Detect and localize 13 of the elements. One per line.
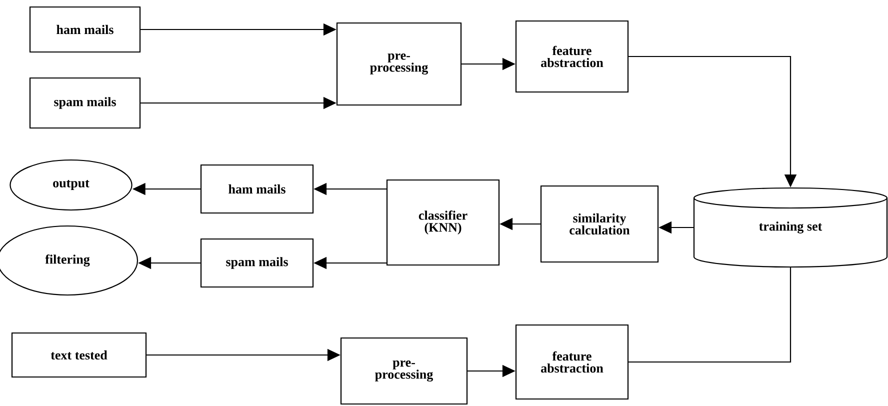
process-box: spam mails bbox=[29, 77, 141, 129]
process-box: pre- processing bbox=[340, 337, 468, 405]
process-box: similarity calculation bbox=[540, 185, 659, 263]
process-box: ham mails bbox=[29, 6, 141, 53]
process-box: feature abstraction bbox=[515, 20, 629, 93]
process-box: pre- processing bbox=[336, 22, 462, 106]
process-box: spam mails bbox=[200, 238, 314, 288]
node-label: training set bbox=[759, 222, 822, 234]
process-box: text tested bbox=[11, 332, 147, 378]
database-cylinder: training set bbox=[693, 187, 888, 268]
process-box: feature abstraction bbox=[515, 324, 629, 400]
process-box: classifier (KNN) bbox=[386, 179, 500, 266]
process-box: ham mails bbox=[200, 164, 314, 214]
